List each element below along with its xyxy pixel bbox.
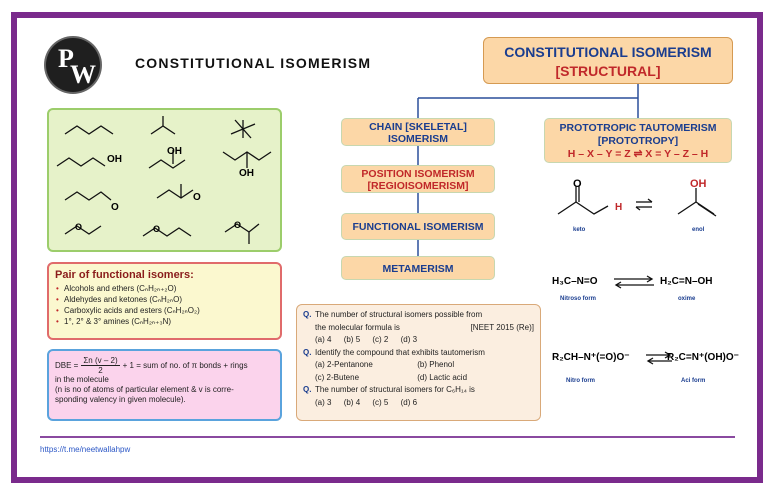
methyl-propyl-ether-structure: [142, 227, 192, 237]
nitro-aci-arrows: [646, 351, 672, 365]
butane-structure: [64, 125, 114, 135]
metamerism-box: METAMERISM: [341, 256, 495, 280]
skeletal-structures: [56, 116, 272, 244]
nitro-formula: R₂CH–N⁺(=O)O⁻: [552, 352, 630, 363]
list-item: Aldehydes and ketones (CₙH₂ₙO): [56, 294, 274, 305]
question-2-text: Identify the compound that exhibits taut…: [315, 347, 485, 357]
pentan-3-ol-oh: OH: [239, 168, 254, 179]
list-item: Carboxylic acids and esters (CₙH₂ₙO₂): [56, 305, 274, 316]
question-1-option: (d) 3: [400, 335, 418, 344]
question-2-option: (a) 2-Pentanone: [315, 360, 373, 369]
dbe-line3: (n is no of atoms of particular element …: [55, 385, 234, 394]
nitroso-oxime-arrows: [614, 275, 654, 289]
ether2-o: O: [153, 224, 161, 234]
question-1-text: The number of structural isomers possibl…: [315, 310, 483, 319]
butanal-o: O: [111, 202, 119, 213]
dbe-box: DBE = Σn (v – 2) 2 + 1 = sum of no. of π…: [47, 349, 282, 421]
question-3-option: (d) 6: [400, 397, 418, 407]
chain-isomerism-line2: ISOMERISM: [387, 133, 449, 145]
isopropyl-ether-structure: [224, 223, 260, 233]
question-1-option: (b) 5: [343, 335, 361, 344]
telegram-link[interactable]: https://t.me/neetwallahpw: [40, 445, 131, 454]
position-isomerism-box: POSITION ISOMERISM [REGIOISOMERISM]: [341, 165, 495, 193]
questions-box: Q.The number of structural isomers possi…: [296, 304, 541, 421]
metamerism-label: METAMERISM: [382, 263, 454, 275]
constitutional-isomerism-box: CONSTITUTIONAL ISOMERISM [STRUCTURAL]: [483, 37, 733, 84]
pentanol-oh: OH: [107, 154, 122, 165]
logo-letter-p: P: [58, 44, 74, 73]
structures-box: OH OH OH O O O O O: [47, 108, 282, 252]
oxime-label: oxime: [678, 296, 696, 302]
question-marker: Q.: [303, 385, 312, 394]
main-box-title: CONSTITUTIONAL ISOMERISM: [504, 44, 712, 60]
position-isomerism-line1: POSITION ISOMERISM: [361, 168, 475, 180]
butanone-o: O: [193, 192, 201, 203]
dbe-lhs: DBE =: [55, 361, 79, 370]
list-item: Alcohols and ethers (CₙH₂ₙ₊₂O): [56, 283, 274, 294]
question-1-option: (c) 2: [372, 335, 389, 344]
butanol-oh: OH: [167, 146, 182, 157]
aci-formula: R₂C=N⁺(OH)O⁻: [667, 352, 739, 363]
question-2-option: (d) Lactic acid: [417, 372, 468, 382]
chain-isomerism-box: CHAIN [SKELETAL] ISOMERISM: [341, 118, 495, 146]
functional-isomers-box: Pair of functional isomers: Alcohols and…: [47, 262, 282, 340]
dbe-numerator: Σn (v – 2): [81, 356, 120, 366]
dbe-line4: sponding valency in given molecule).: [55, 395, 186, 404]
functional-isomers-list: Alcohols and ethers (CₙH₂ₙ₊₂O) Aldehydes…: [55, 283, 274, 327]
keto-enol-diagram: [557, 186, 717, 217]
question-3-option: (c) 5: [372, 397, 389, 407]
question-3-option: (b) 4: [343, 397, 361, 407]
functional-isomers-heading: Pair of functional isomers:: [55, 269, 194, 281]
enol-structure: [677, 201, 715, 215]
functional-isomerism-box: FUNCTIONAL ISOMERISM: [341, 213, 495, 240]
question-2-option: (c) 2-Butene: [315, 372, 360, 382]
tautomerism-box: PROTOTROPIC TAUTOMERISM [PROTOTROPY] H –…: [544, 118, 732, 163]
keto-structure: [557, 201, 609, 215]
question-1-text2: the molecular formula is: [315, 322, 400, 332]
oxime-formula: H₂C=N–OH: [660, 276, 713, 287]
footer-divider: [40, 436, 735, 438]
keto-label: keto: [573, 227, 586, 233]
dbe-denominator: 2: [98, 366, 103, 375]
pw-logo: P W: [46, 38, 100, 92]
butanone-structure: [156, 189, 194, 199]
keto-h: H: [615, 202, 623, 213]
page-title: CONSTITUTIONAL ISOMERISM: [135, 55, 372, 71]
question-marker: Q.: [303, 347, 312, 357]
list-item: 1°, 2° & 3° amines (CₙH₂ₙ₊₃N): [56, 316, 274, 327]
enol-oh: OH: [690, 178, 707, 190]
chain-isomerism-line1: CHAIN [SKELETAL]: [369, 121, 467, 133]
question-1-source: [NEET 2015 (Re)]: [470, 322, 534, 332]
dbe-line2: in the molecule: [55, 375, 109, 384]
question-2-option: (b) Phenol: [417, 360, 455, 369]
dbe-rhs: + 1 = sum of no. of π bonds + rings: [122, 361, 248, 370]
keto-o: O: [573, 178, 582, 190]
functional-isomerism-label: FUNCTIONAL ISOMERISM: [352, 221, 484, 233]
tautomerism-equation: H – X – Y = Z ⇌ X = Y – Z – H: [567, 148, 709, 160]
ether3-o: O: [234, 220, 242, 230]
question-3-option: (a) 3: [315, 397, 332, 407]
isobutane-structure: [150, 125, 176, 135]
ethyl-ether-structure: [64, 225, 102, 235]
position-isomerism-line2: [REGIOISOMERISM]: [367, 180, 469, 192]
aci-label: Aci form: [681, 378, 706, 384]
question-3-text: The number of structural isomers for C₆H…: [315, 385, 475, 394]
ether1-o: O: [75, 222, 83, 232]
dbe-fraction: Σn (v – 2) 2: [81, 356, 120, 375]
tautomerism-line2: [PROTOTROPY]: [597, 135, 679, 147]
logo-letter-w: W: [70, 60, 96, 89]
main-box-subtitle: [STRUCTURAL]: [555, 63, 661, 79]
nitroso-label: Nitroso form: [560, 296, 596, 302]
butan-2-ol-structure: [148, 159, 186, 169]
nitroso-formula: H₃C–N=O: [552, 276, 598, 287]
question-marker: Q.: [303, 310, 312, 319]
question-1-option: (a) 4: [315, 335, 332, 344]
pentanol-structure: [56, 157, 106, 167]
nitro-label: Nitro form: [566, 378, 595, 384]
butanal-structure: [64, 191, 112, 201]
enol-label: enol: [692, 227, 705, 233]
tautomerism-line1: PROTOTROPIC TAUTOMERISM: [559, 122, 717, 134]
